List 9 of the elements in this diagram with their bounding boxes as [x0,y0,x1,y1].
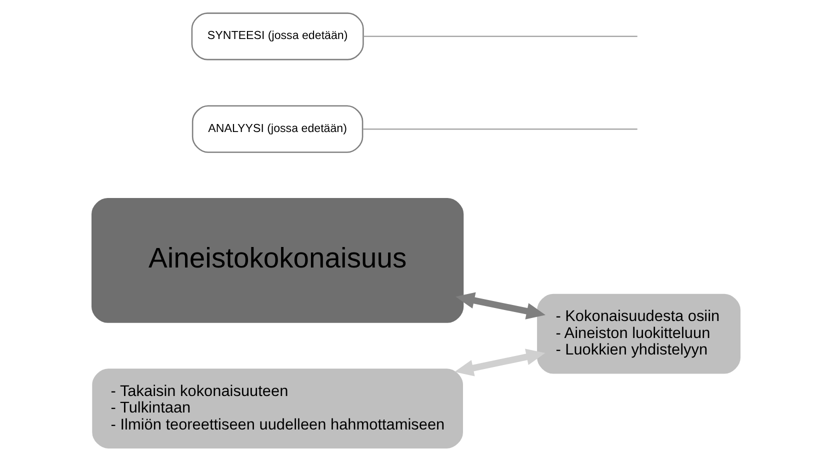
node-box: SYNTEESI (jossa edetään) [190,12,364,60]
node-box: ANALYYSI (jossa edetään) [191,105,363,153]
arrow [455,292,545,320]
connector [362,128,637,130]
connector [362,36,637,38]
node-box: Aineistokokonaisuus [91,198,464,323]
node-box: - Kokonaisuudesta osiin - Aineiston luokitteluun - Luokkien yhdistelyyn [536,294,740,374]
arrow [454,348,545,376]
node-box: - Takaisin kokonaisuuteen - Tulkintaan - Ilmiön teoreettiseen uudelleen hahmottamiseen [92,368,462,448]
